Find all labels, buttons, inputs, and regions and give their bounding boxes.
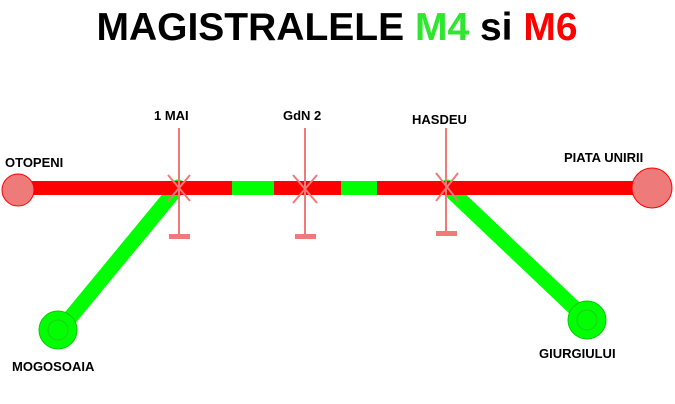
terminal-giurgiului: [567, 300, 607, 340]
m4-shared-segment-2: [341, 181, 377, 195]
terminal-giurgiului-inner: [576, 309, 598, 331]
label-mogosoaia: MOGOSOAIA: [12, 359, 95, 374]
label-piata-unirii: PIATA UNIRII: [564, 150, 643, 165]
station-marker-gdn2: [292, 128, 318, 239]
terminal-otopeni: [1, 173, 35, 207]
terminal-mogosoaia-inner: [47, 319, 69, 341]
label-gdn2: GdN 2: [283, 108, 321, 123]
label-1-mai: 1 MAI: [154, 108, 189, 123]
m4-branch-mogosoaia: [52, 179, 186, 338]
label-giurgiului: GIURGIULUI: [539, 346, 616, 361]
label-hasdeu: HASDEU: [412, 112, 467, 127]
title-m4: M4: [415, 6, 469, 49]
terminal-mogosoaia: [38, 310, 78, 350]
m4-shared-segment-1: [232, 181, 274, 195]
label-otopeni: OTOPENI: [5, 155, 63, 170]
m4-branch-giurgiului: [439, 179, 593, 326]
title-prefix: MAGISTRALELE: [96, 6, 415, 49]
title-m6: M6: [523, 6, 577, 49]
station-marker-hasdeu: [435, 128, 459, 236]
station-marker-1-mai: [167, 128, 191, 239]
title-middle: si: [469, 6, 523, 49]
terminal-piata-unirii: [631, 167, 673, 209]
diagram-title: MAGISTRALELE M4 si M6: [96, 6, 577, 49]
